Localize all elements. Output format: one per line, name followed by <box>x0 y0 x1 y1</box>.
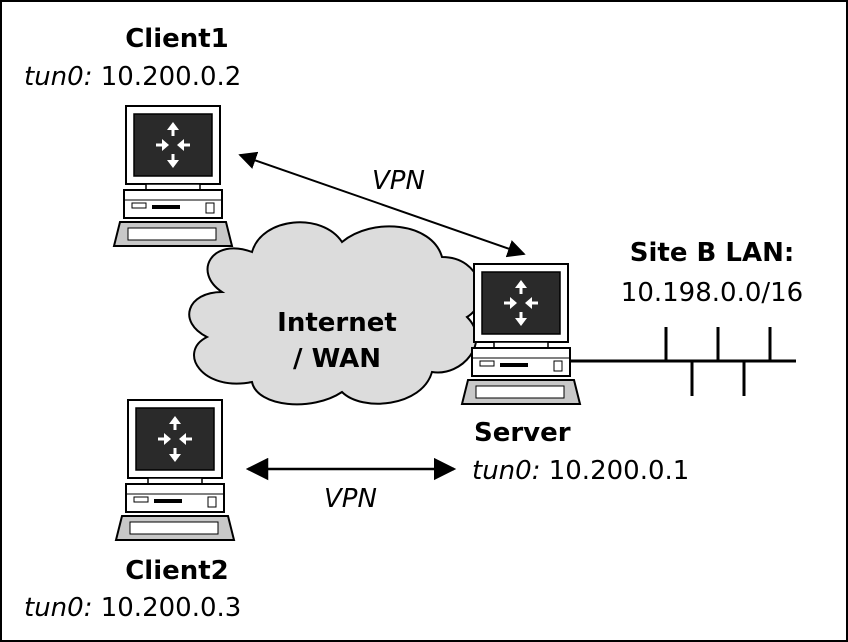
server-address: tun0: 10.200.0.1 <box>472 456 689 486</box>
server-iface: tun0: <box>472 456 541 486</box>
vpn-bottom-label: VPN <box>324 484 377 514</box>
vpn-link-top <box>238 151 526 258</box>
client2-ip: 10.200.0.3 <box>100 593 242 623</box>
cloud-label-line2: / WAN <box>293 344 381 374</box>
lan-title: Site B LAN: <box>629 238 795 268</box>
client1-address: tun0: 10.200.0.2 <box>24 62 241 92</box>
server-router-workstation-icon <box>460 262 582 406</box>
client2-name: Client2 <box>125 556 229 586</box>
client1-name: Client1 <box>125 24 229 54</box>
client2-router-workstation-icon <box>114 398 236 542</box>
client1-ip: 10.200.0.2 <box>100 62 242 92</box>
lan-bus-icon <box>568 327 796 396</box>
lan-subnet: 10.198.0.0/16 <box>620 278 804 308</box>
client2-iface: tun0: <box>24 593 93 623</box>
client1-iface: tun0: <box>24 62 93 92</box>
vpn-top-label: VPN <box>372 166 425 196</box>
server-ip: 10.200.0.1 <box>548 456 690 486</box>
cloud-label-line1: Internet <box>277 308 397 338</box>
client1-router-workstation-icon <box>112 104 234 248</box>
server-name: Server <box>474 418 571 448</box>
client2-address: tun0: 10.200.0.3 <box>24 593 241 623</box>
